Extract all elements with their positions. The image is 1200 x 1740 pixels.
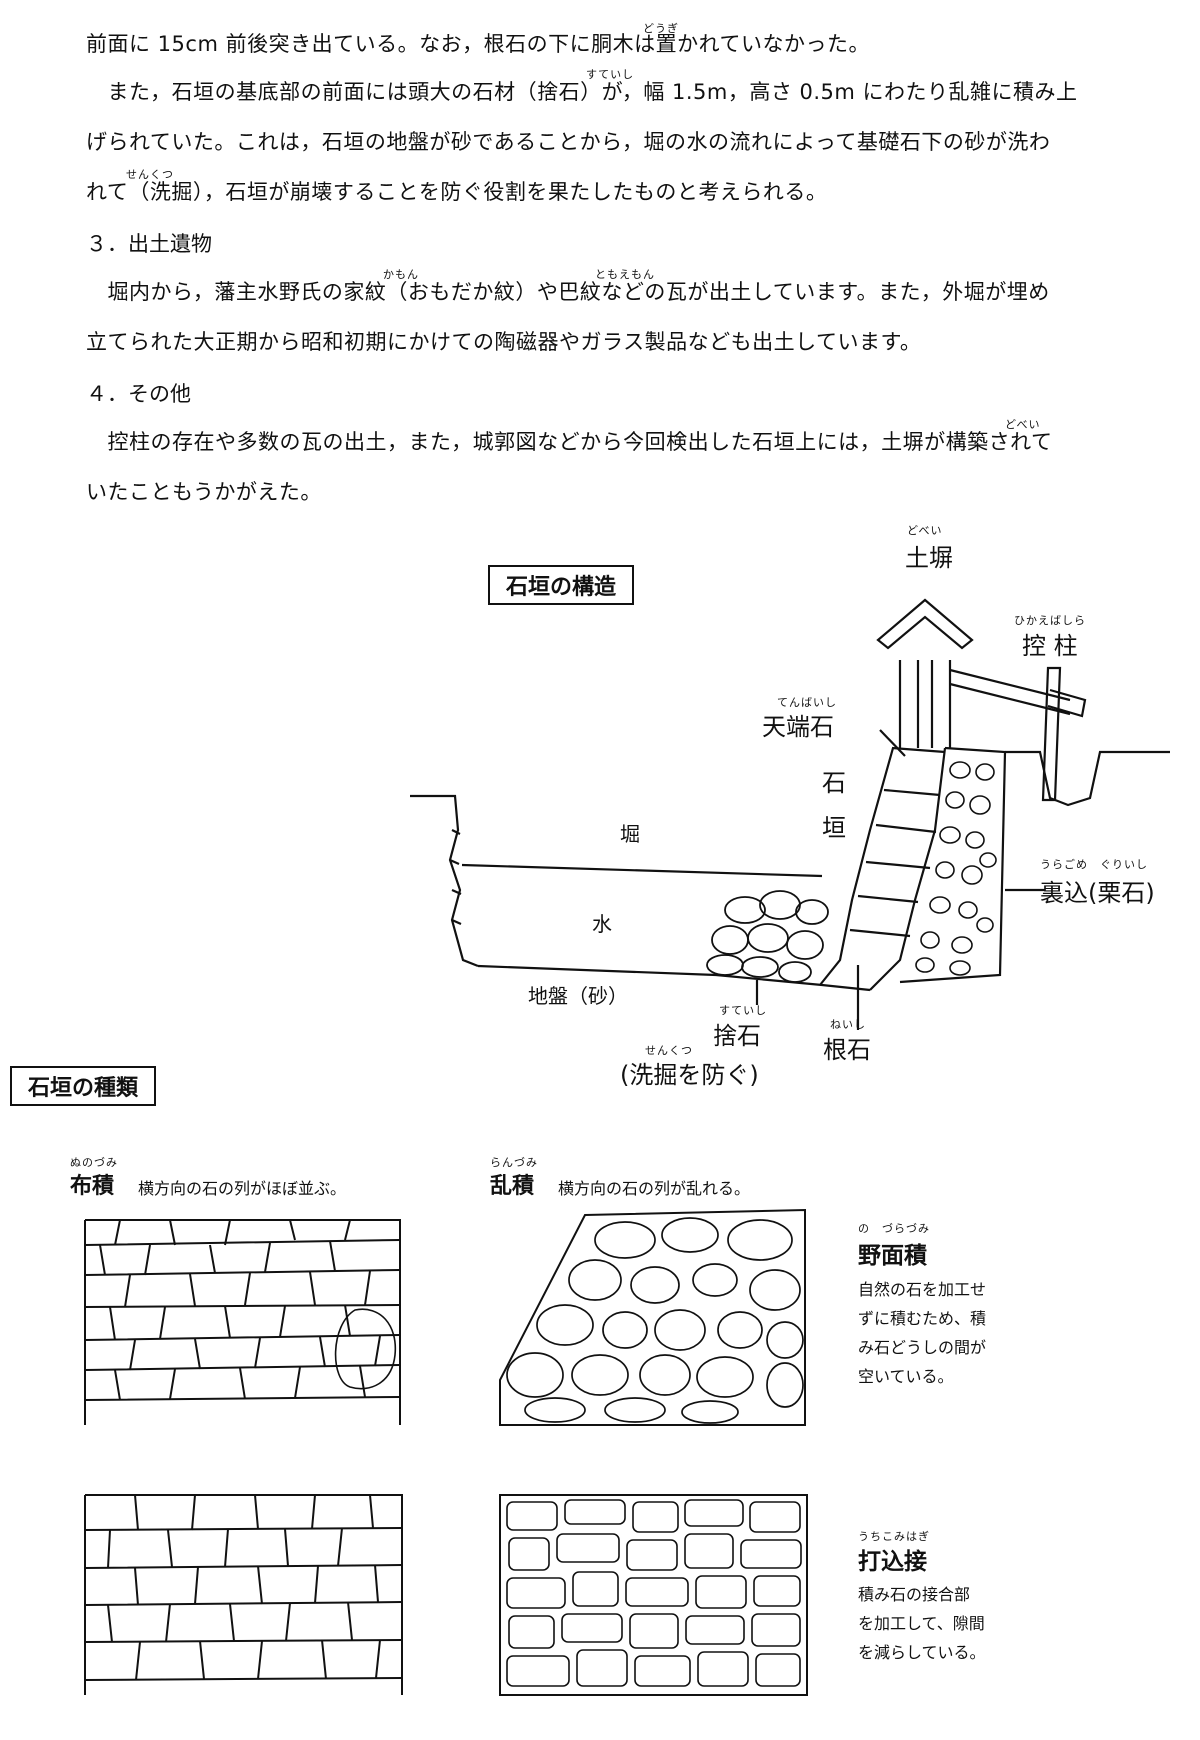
desc-line: み石どうしの間が xyxy=(858,1338,987,1357)
paragraph-line: げられていた。これは，石垣の地盤が砂であることから，堀の水の流れによって基礎石下… xyxy=(86,130,1051,154)
paragraph-line: 堀内から，藩主水野氏の家紋（おもだか紋）や巴紋などの瓦が出土しています。また，外… xyxy=(86,280,1050,304)
paragraph-line: 立てられた大正期から昭和初期にかけての陶磁器やガラス製品なども出土しています。 xyxy=(86,330,922,354)
types-title: 石垣の種類 xyxy=(10,1066,157,1106)
desc-line: ずに積むため、積 xyxy=(858,1309,987,1328)
ruby-tomoemon: ともえもん xyxy=(595,268,655,281)
nunozumi-nozura-illustration xyxy=(84,1219,401,1425)
label-suteishi: 捨石 xyxy=(713,1022,761,1050)
label-uchikomihagi: 打込接 xyxy=(858,1549,927,1575)
desc-uchikomihagi: 積み石の接合部 を加工して、隙間 を減らしている。 xyxy=(858,1580,986,1667)
desc-line: 積み石の接合部 xyxy=(858,1585,971,1604)
label-uragome: 裏込(栗石) xyxy=(1040,879,1155,907)
section-heading: ４．その他 xyxy=(86,382,191,406)
ruby-uragome: うらごめ ぐりいし xyxy=(1040,858,1148,871)
label-mizu: 水 xyxy=(592,912,612,936)
label-tenbaishi: 天端石 xyxy=(762,713,834,741)
ruby-senkutsu-diagram: せんくつ xyxy=(645,1044,693,1057)
ruby-uchikomihagi: うちこみはぎ xyxy=(858,1530,930,1543)
ruby-tenbaishi: てんばいし xyxy=(777,696,837,709)
section-heading: ３．出土遺物 xyxy=(86,232,212,256)
paragraph-line: れて（洗掘），石垣が崩壊することを防ぐ役割を果たしたものと考えられる。 xyxy=(86,180,828,204)
label-nunozumi: 布積 xyxy=(70,1174,115,1199)
label-gaki: 垣 xyxy=(822,814,846,842)
ranzumi-uchikomi-illustration xyxy=(499,1494,808,1696)
ruby-dobei: どべい xyxy=(1005,418,1041,431)
label-dobei: 土塀 xyxy=(905,544,953,572)
ruby-ranzumi: らんづみ xyxy=(490,1156,538,1169)
ruby-suteishi-diagram: すていし xyxy=(719,1004,768,1017)
label-ishi: 石 xyxy=(822,769,846,797)
ruby-senkutsu: せんくつ xyxy=(126,168,174,181)
label-neishi: 根石 xyxy=(823,1036,871,1064)
stone-wall-structure-diagram xyxy=(410,598,1170,1030)
label-nozurazumi: 野面積 xyxy=(858,1243,927,1269)
diagram-title: 石垣の構造 xyxy=(488,565,635,605)
desc-line: 空いている。 xyxy=(858,1367,954,1386)
label-senkutsu: (洗掘を防ぐ) xyxy=(620,1061,759,1089)
desc-line: を減らしている。 xyxy=(858,1643,986,1662)
label-jiban: 地盤（砂） xyxy=(528,984,628,1008)
ruby-dobei-diagram: どべい xyxy=(907,524,943,537)
desc-nozurazumi: 自然の石を加工せ ずに積むため、積 み石どうしの間が 空いている。 xyxy=(858,1275,986,1391)
label-hori: 堀 xyxy=(620,822,640,846)
paragraph-line: また，石垣の基底部の前面には頭大の石材（捨石）が，幅 1.5m，高さ 0.5m … xyxy=(86,80,1078,104)
ruby-kamon: かもん xyxy=(383,268,419,281)
ruby-suteishi: すていし xyxy=(586,68,635,81)
label-hikaebashira: 控 柱 xyxy=(1022,632,1078,660)
paragraph-line: 控柱の存在や多数の瓦の出土，また，城郭図などから今回検出した石垣上には，土塀が構… xyxy=(86,430,1053,454)
desc-nunozumi: 横方向の石の列がほぼ並ぶ。 xyxy=(138,1179,347,1198)
desc-line: 自然の石を加工せ xyxy=(858,1280,987,1299)
label-ranzumi: 乱積 xyxy=(490,1174,535,1199)
ruby-nozurazumi: の づらづみ xyxy=(858,1222,930,1235)
ruby-nunozumi: ぬのづみ xyxy=(70,1156,118,1169)
ranzumi-nozura-illustration xyxy=(499,1208,806,1426)
desc-line: を加工して、隙間 xyxy=(858,1614,985,1633)
paragraph-line: 前面に 15cm 前後突き出ている。なお，根石の下に胴木は置かれていなかった。 xyxy=(86,32,870,56)
paragraph-line: いたこともうかがえた。 xyxy=(86,480,322,504)
ruby-hikaebashira: ひかえばしら xyxy=(1014,614,1086,627)
ruby-douki: どうぎ xyxy=(643,22,679,35)
ruby-neishi: ねいし xyxy=(830,1018,866,1031)
nunozumi-uchikomi-illustration xyxy=(84,1494,403,1695)
desc-ranzumi: 横方向の石の列が乱れる。 xyxy=(558,1179,751,1198)
